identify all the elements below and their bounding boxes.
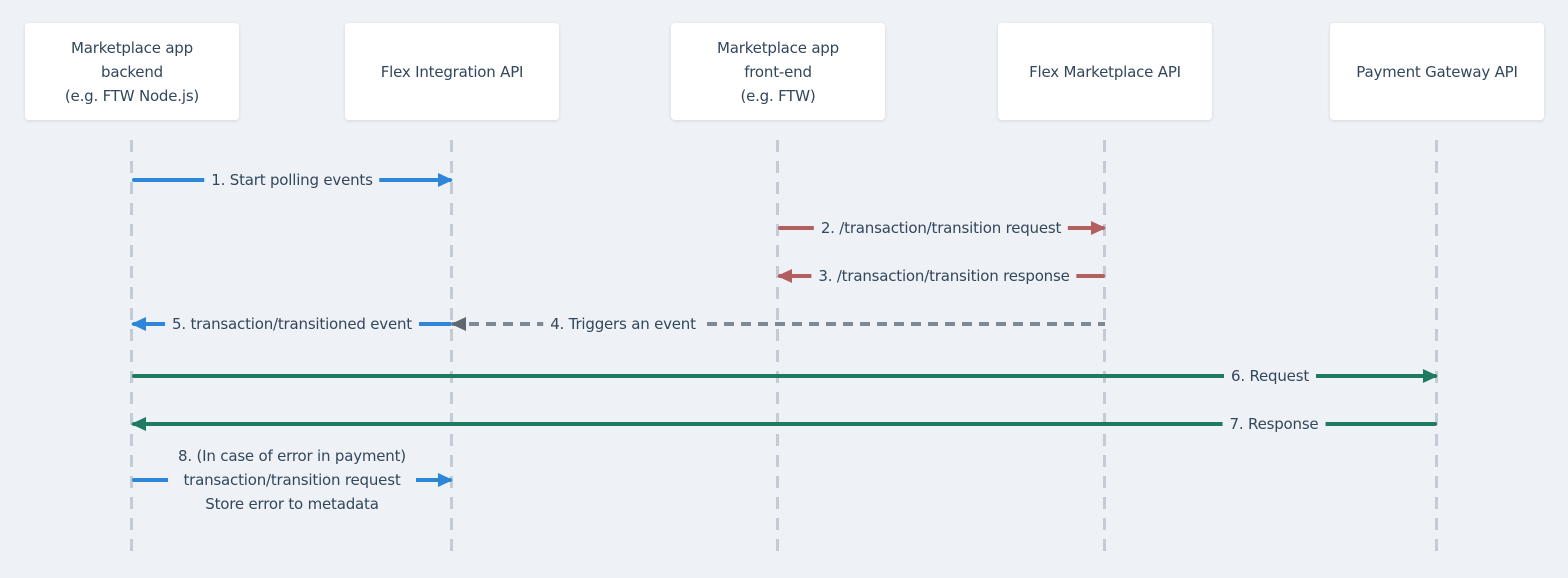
actor-label-line: (e.g. FTW Node.js) bbox=[64, 86, 200, 105]
actor-marketplace-app-frontend: Marketplace app front-end (e.g. FTW) bbox=[671, 23, 885, 120]
lifeline-marketplace-app-frontend bbox=[776, 140, 779, 553]
actor-label-line: Marketplace app bbox=[717, 38, 839, 57]
arrowhead-right-icon bbox=[438, 473, 453, 487]
arrowhead-left-icon bbox=[777, 269, 792, 283]
message-label: 5. transaction/transitioned event bbox=[165, 312, 419, 336]
lifeline-payment-gateway-api bbox=[1435, 140, 1438, 553]
message-1-start-polling-events: 1. Start polling events bbox=[132, 168, 453, 192]
message-2-transaction-transition-request: 2. /transaction/transition request bbox=[778, 216, 1106, 240]
arrow-line bbox=[132, 374, 1437, 378]
message-8-error-transition-request: 8. (In case of error in payment) transac… bbox=[132, 444, 453, 516]
arrowhead-right-icon bbox=[438, 173, 453, 187]
message-label: 6. Request bbox=[1223, 364, 1317, 388]
message-7-response: 7. Response bbox=[131, 412, 1437, 436]
message-5-transaction-transitioned-event: 5. transaction/transitioned event bbox=[131, 312, 452, 336]
message-label: 3. /transaction/transition response bbox=[811, 264, 1077, 288]
arrowhead-right-icon bbox=[1091, 221, 1106, 235]
message-4-triggers-an-event: 4. Triggers an event bbox=[451, 312, 1105, 336]
arrowhead-left-icon bbox=[451, 317, 466, 331]
message-3-transaction-transition-response: 3. /transaction/transition response bbox=[777, 264, 1105, 288]
actor-label: Flex Marketplace API bbox=[1029, 60, 1181, 84]
actor-label: Marketplace app front-end (e.g. FTW) bbox=[717, 36, 839, 108]
lifeline-marketplace-app-backend bbox=[130, 140, 133, 553]
lifeline-flex-integration-api bbox=[450, 140, 453, 553]
actor-label-line: (e.g. FTW) bbox=[740, 86, 816, 105]
message-label-line: transaction/transition request bbox=[183, 471, 401, 489]
message-label-line: 8. (In case of error in payment) bbox=[178, 447, 406, 465]
arrowhead-right-icon bbox=[1423, 369, 1438, 383]
message-label: 2. /transaction/transition request bbox=[813, 216, 1069, 240]
arrow-line-dashed bbox=[452, 322, 1105, 326]
actor-label: Marketplace app backend (e.g. FTW Node.j… bbox=[65, 36, 199, 108]
message-label: 1. Start polling events bbox=[204, 168, 380, 192]
actor-label-line: Payment Gateway API bbox=[1356, 62, 1518, 81]
message-label: 8. (In case of error in payment) transac… bbox=[168, 444, 416, 516]
message-label-line: Store error to metadata bbox=[205, 495, 379, 513]
arrowhead-left-icon bbox=[131, 317, 146, 331]
message-label: 4. Triggers an event bbox=[543, 312, 703, 336]
arrowhead-left-icon bbox=[131, 417, 146, 431]
message-label: 7. Response bbox=[1222, 412, 1326, 436]
actor-label: Flex Integration API bbox=[381, 60, 524, 84]
actor-label-line: backend bbox=[101, 62, 163, 81]
message-6-request: 6. Request bbox=[132, 364, 1438, 388]
actor-label-line: Marketplace app bbox=[71, 38, 193, 57]
actor-payment-gateway-api: Payment Gateway API bbox=[1330, 23, 1544, 120]
actor-marketplace-app-backend: Marketplace app backend (e.g. FTW Node.j… bbox=[25, 23, 239, 120]
arrow-line bbox=[132, 422, 1437, 426]
actor-label-line: front-end bbox=[744, 62, 812, 81]
actor-flex-integration-api: Flex Integration API bbox=[345, 23, 559, 120]
actor-label-line: Flex Integration API bbox=[380, 62, 524, 81]
actor-label-line: Flex Marketplace API bbox=[1029, 62, 1181, 81]
lifeline-flex-marketplace-api bbox=[1103, 140, 1106, 553]
actor-label: Payment Gateway API bbox=[1356, 60, 1518, 84]
actor-flex-marketplace-api: Flex Marketplace API bbox=[998, 23, 1212, 120]
